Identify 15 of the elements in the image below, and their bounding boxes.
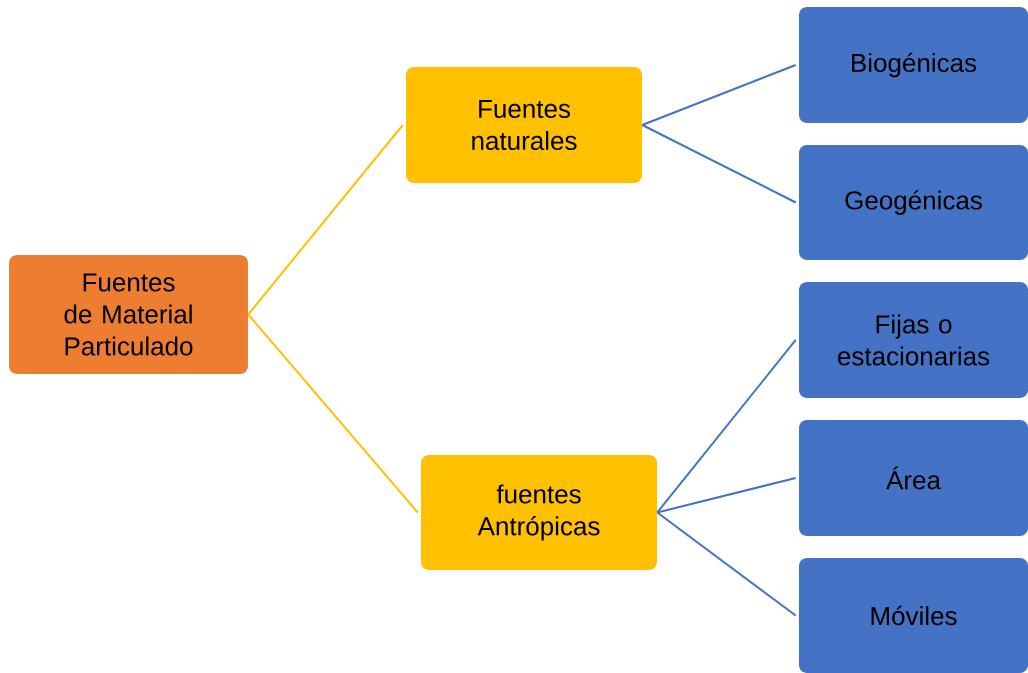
- connector-line: [641, 64, 797, 126]
- connector-line: [247, 313, 419, 514]
- root-box: Fuentes de Material Particulado: [9, 255, 248, 374]
- source-box: Móviles: [798, 558, 1028, 673]
- source-box: Área: [798, 420, 1028, 536]
- connector-line: [656, 339, 797, 514]
- category-box: fuentes Antrópicas: [421, 455, 657, 570]
- source-box: Biogénicas: [798, 7, 1028, 123]
- source-box: Geogénicas: [798, 145, 1028, 260]
- connector-line: [656, 511, 797, 617]
- connector-line: [641, 124, 797, 204]
- connector-line: [656, 477, 797, 514]
- source-box: Fijas o estacionarias: [798, 282, 1028, 398]
- category-box: Fuentes naturales: [406, 67, 642, 183]
- connector-line: [247, 124, 404, 316]
